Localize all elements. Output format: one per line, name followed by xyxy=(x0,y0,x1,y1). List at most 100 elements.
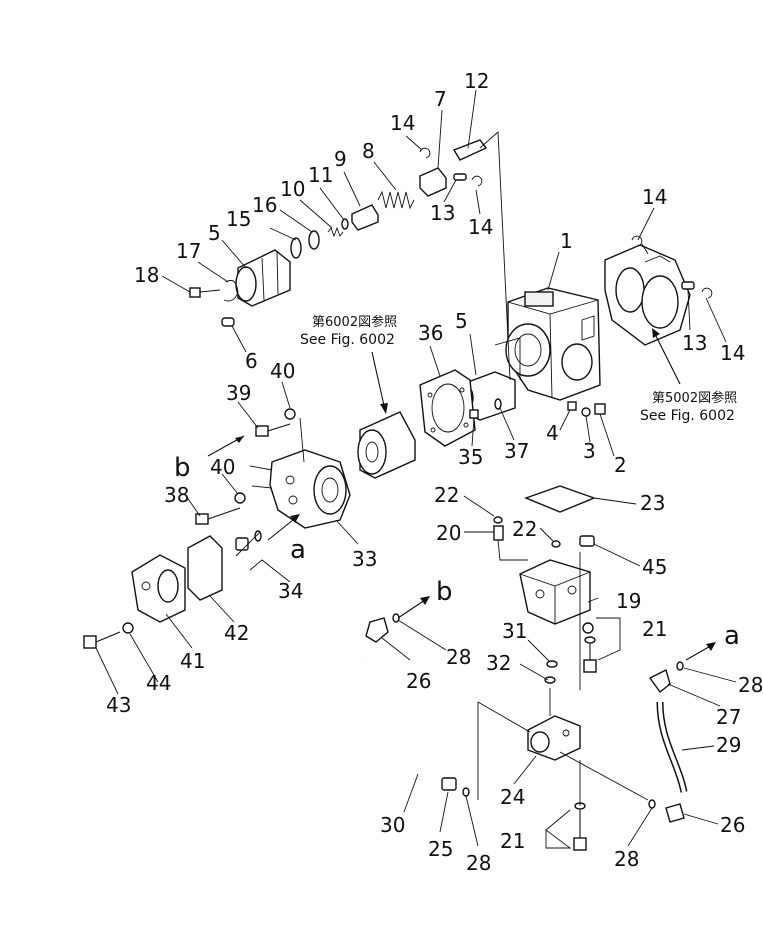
part-31-seal xyxy=(546,660,558,668)
ref-note-left-en: See Fig. 6002 xyxy=(300,332,395,348)
part-14-clip-b xyxy=(471,175,483,187)
part-2-plug xyxy=(594,403,606,415)
part-14-clip-a xyxy=(419,147,431,159)
part-number-38: 38 xyxy=(164,483,189,507)
leader-lines xyxy=(95,89,737,849)
part-28-o-ring-c xyxy=(648,799,656,809)
part-number-14-top-right: 14 xyxy=(468,215,493,239)
part-44-washer xyxy=(122,622,134,634)
ref-note-right-en: See Fig. 6002 xyxy=(640,408,735,424)
part-23-gasket xyxy=(524,485,596,513)
part-33-pump-body xyxy=(269,449,351,529)
part-number-20: 20 xyxy=(436,521,461,545)
part-number-22-left: 22 xyxy=(434,483,459,507)
part-number-36: 36 xyxy=(418,321,443,345)
part-22-seal-a xyxy=(493,516,503,524)
part-37-seal xyxy=(494,398,502,410)
part-17-snap-ring xyxy=(223,279,239,302)
part-26-elbow-right xyxy=(665,803,685,823)
ref-note-right-jp: 第5002図参照 xyxy=(652,390,737,406)
part-18-bolt xyxy=(189,287,221,298)
part-number-6: 6 xyxy=(245,349,258,373)
part-9-piston xyxy=(351,204,379,231)
part-41-aux-pump xyxy=(131,554,186,623)
reference-notes: 第6002図参照 See Fig. 6002 第5002図参照 See Fig.… xyxy=(300,314,737,424)
part-number-18: 18 xyxy=(134,263,159,287)
part-6-pin xyxy=(221,317,235,327)
part-number-40-mid: 40 xyxy=(210,455,235,479)
part-10-spring xyxy=(327,226,344,238)
part-45-fitting xyxy=(579,535,595,547)
part-number-8: 8 xyxy=(362,139,375,163)
part-number-14-top-left: 14 xyxy=(390,111,415,135)
part-28-o-ring-b xyxy=(462,787,470,797)
part-number-24: 24 xyxy=(500,785,525,809)
right-aux-body xyxy=(604,235,713,346)
part-drawings xyxy=(83,139,713,851)
part-40-washer-top xyxy=(284,408,296,420)
ref-note-left-jp: 第6002図参照 xyxy=(312,314,397,330)
part-number-7: 7 xyxy=(434,87,447,111)
part-15-o-ring xyxy=(290,237,302,259)
part-number-39: 39 xyxy=(226,381,251,405)
part-32-seal xyxy=(544,676,556,684)
part-38-bolt xyxy=(195,507,241,525)
part-number-28-bottom-right: 28 xyxy=(614,847,639,871)
part-number-30: 30 xyxy=(380,813,405,837)
letter-a-right: a xyxy=(724,621,740,651)
part-number-14-right: 14 xyxy=(720,341,745,365)
part-3-seal xyxy=(581,407,591,417)
part-number-21-upper: 21 xyxy=(642,617,667,641)
part-number-15: 15 xyxy=(226,207,251,231)
part-25-adapter xyxy=(441,777,457,791)
letter-b-left: b xyxy=(174,453,191,483)
part-number-42: 42 xyxy=(224,621,249,645)
part-13-pin-top xyxy=(453,173,467,181)
part-4-plug xyxy=(567,401,577,411)
letter-a-left: a xyxy=(290,535,306,565)
part-number-5-left: 5 xyxy=(208,221,221,245)
part-39-bolt xyxy=(255,423,291,437)
part-number-5-right: 5 xyxy=(455,309,468,333)
letter-b-right: b xyxy=(436,577,453,607)
part-number-45: 45 xyxy=(642,555,667,579)
part-number-23: 23 xyxy=(640,491,665,515)
part-number-26-left: 26 xyxy=(406,669,431,693)
part-number-10: 10 xyxy=(280,177,305,201)
part-number-14-right-top: 14 xyxy=(642,185,667,209)
part-number-2: 2 xyxy=(614,453,627,477)
part-number-9: 9 xyxy=(334,147,347,171)
part-43-bolt xyxy=(83,631,121,649)
part-number-41: 41 xyxy=(180,649,205,673)
part-34-plug xyxy=(235,530,262,551)
part-number-34: 34 xyxy=(278,579,303,603)
part-26-elbow-left xyxy=(365,617,389,643)
part-21-bolt-upper xyxy=(582,622,597,673)
part-number-16: 16 xyxy=(252,193,277,217)
part-number-28-left: 28 xyxy=(446,645,471,669)
part-21-bolt-lower xyxy=(573,802,587,851)
part-1-housing xyxy=(505,287,601,401)
part-number-22-right: 22 xyxy=(512,517,537,541)
part-number-13-right: 13 xyxy=(682,331,707,355)
part-number-1: 1 xyxy=(560,229,573,253)
part-28-o-ring-d xyxy=(676,661,684,671)
part-8-spring xyxy=(377,190,415,210)
part-number-11: 11 xyxy=(308,163,333,187)
part-28-o-ring-a xyxy=(392,613,400,623)
part-number-21-lower: 21 xyxy=(500,829,525,853)
part-35-plug xyxy=(469,409,479,419)
part-16-o-ring xyxy=(308,230,320,250)
part-number-26-right: 26 xyxy=(720,813,745,837)
part-number-labels: 1 2 3 4 5 5 6 7 8 9 10 11 12 13 13 14 14… xyxy=(106,69,763,875)
part-19-valve-block xyxy=(519,559,591,625)
part-12-lever xyxy=(452,139,488,161)
part-20-fitting xyxy=(493,525,504,541)
part-number-12: 12 xyxy=(464,69,489,93)
part-number-44: 44 xyxy=(146,671,171,695)
part-5-left-sleeve xyxy=(235,249,291,307)
part-30-hose-inner xyxy=(363,659,433,774)
part-number-27: 27 xyxy=(716,705,741,729)
part-number-35: 35 xyxy=(458,445,483,469)
